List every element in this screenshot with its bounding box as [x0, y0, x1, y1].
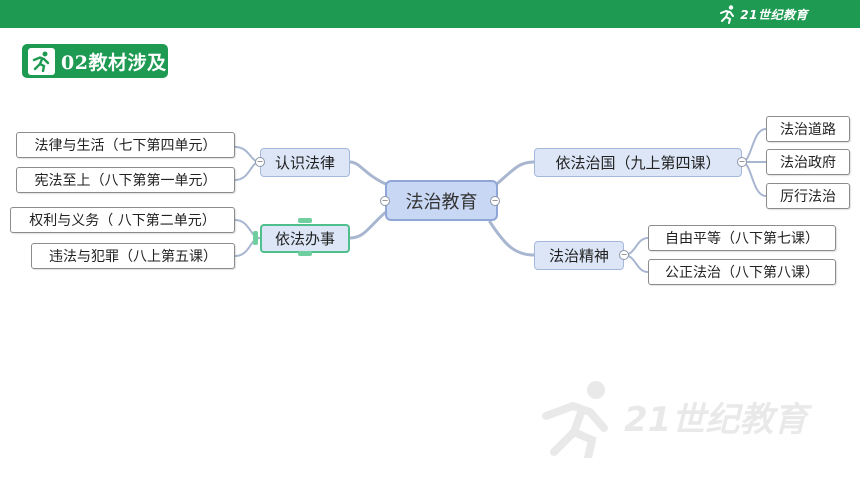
leaf-xianfa-zhishang[interactable]: 宪法至上（八下第第一单元） [16, 167, 235, 193]
resize-handle-bottom[interactable] [298, 251, 312, 256]
connector-center-yifazhiguo [496, 160, 536, 185]
leaf-label: 厉行法治 [780, 189, 836, 205]
leaf-label: 宪法至上（八下第第一单元） [34, 173, 217, 189]
watermark-text: 21世纪教育 [624, 400, 808, 440]
collapse-toggle-icon[interactable]: − [255, 157, 265, 167]
collapse-toggle-icon[interactable]: − [619, 250, 629, 260]
branch-fazhi-jingshen[interactable]: 法治精神 [534, 241, 624, 270]
connector-yifazhiguo-child-3 [741, 161, 767, 197]
watermark-runner-icon [542, 381, 608, 462]
leaf-ziyou-pingdeng[interactable]: 自由平等（八下第七课） [648, 225, 836, 251]
connector-center-jingshen [488, 220, 536, 257]
leaf-weifa-yu-fanzui[interactable]: 违法与犯罪（八上第五课） [31, 243, 235, 269]
branch-label: 法治精神 [548, 247, 609, 265]
section-badge: 02教材涉及 [22, 44, 168, 78]
branch-yifa-zhiguo[interactable]: 依法治国（九上第四课） [534, 148, 742, 177]
leaf-fazhi-zhengfu[interactable]: 法治政府 [766, 149, 850, 175]
watermark-logo: 21世纪教育 [538, 378, 828, 462]
branch-label: 认识法律 [274, 154, 335, 172]
leaf-label: 权利与义务（ 八下第二单元） [29, 213, 216, 229]
leaf-label: 法律与生活（七下第四单元） [34, 138, 217, 154]
leaf-label: 公正法治（八下第八课） [665, 265, 819, 281]
runner-icon [28, 47, 55, 75]
center-topic[interactable]: 法治教育 [385, 180, 498, 221]
collapse-toggle-icon[interactable]: − [737, 157, 747, 167]
collapse-toggle-icon[interactable]: − [380, 196, 390, 206]
center-topic-label: 法治教育 [405, 191, 478, 213]
leaf-label: 违法与犯罪（八上第五课） [49, 249, 217, 265]
top-bar: 21世纪教育 [0, 0, 860, 28]
leaf-label: 自由平等（八下第七课） [665, 231, 819, 247]
leaf-quanli-yu-yiwu[interactable]: 权利与义务（ 八下第二单元） [10, 207, 235, 233]
connector-center-yifa [348, 210, 388, 240]
branch-label: 依法办事 [274, 230, 335, 248]
leaf-label: 法治道路 [780, 122, 836, 138]
leaf-fazhi-daolu[interactable]: 法治道路 [766, 116, 850, 142]
leaf-label: 法治政府 [780, 155, 836, 171]
connector-yifazhiguo-child-1 [741, 128, 767, 163]
branch-label: 依法治国（九上第四课） [555, 154, 721, 172]
connector-center-renshi [348, 160, 388, 186]
runner-logo-icon [720, 5, 735, 24]
leaf-gongzheng-fazhi[interactable]: 公正法治（八下第八课） [648, 259, 836, 285]
resize-handle-top[interactable] [298, 218, 312, 223]
brand-text: 21世纪教育 [740, 7, 808, 22]
brand-logo: 21世纪教育 [718, 4, 808, 24]
resize-handle-left[interactable] [253, 231, 258, 245]
section-title: 02教材涉及 [61, 51, 167, 74]
leaf-falv-yu-shenghuo[interactable]: 法律与生活（七下第四单元） [16, 132, 235, 158]
leaf-lixing-fazhi[interactable]: 厉行法治 [766, 183, 850, 209]
collapse-toggle-icon[interactable]: − [490, 196, 500, 206]
branch-renshi-falv[interactable]: 认识法律 [260, 148, 350, 177]
branch-yifa-banshi[interactable]: 依法办事 [260, 224, 350, 253]
